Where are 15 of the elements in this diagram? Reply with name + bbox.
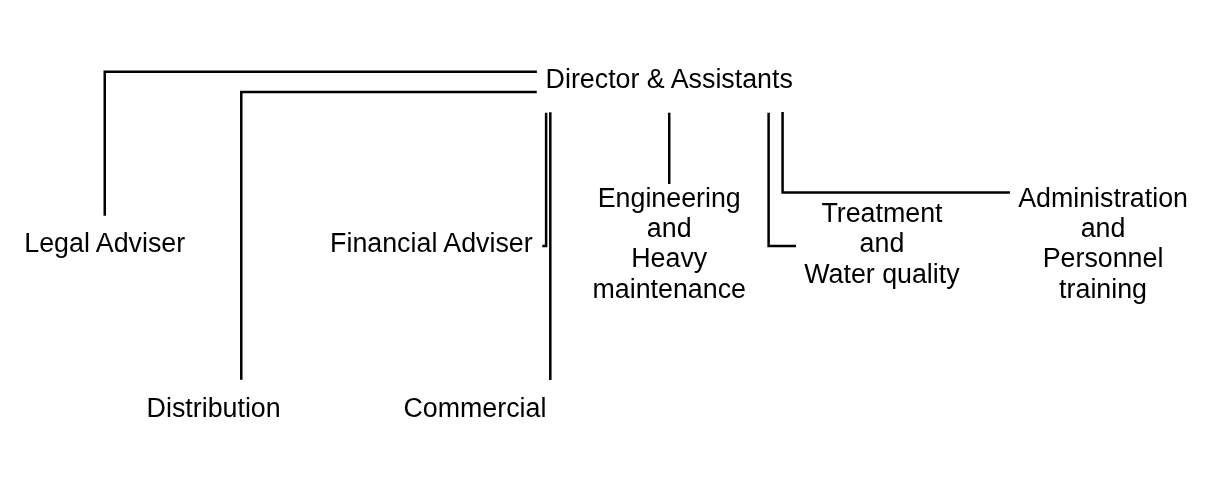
node-text: Director & Assistants xyxy=(545,63,793,94)
node-text: Treatment and Water quality xyxy=(804,197,960,289)
node-text: Financial Adviser xyxy=(330,227,533,258)
connector xyxy=(667,112,671,184)
connector xyxy=(240,90,537,380)
connector xyxy=(542,112,548,247)
connector xyxy=(103,70,537,216)
node-text: Distribution xyxy=(146,392,281,423)
node-text: Commercial xyxy=(403,392,547,423)
node-text: Engineering and Heavy maintenance xyxy=(592,182,746,304)
connector xyxy=(549,111,552,380)
connector xyxy=(767,112,797,247)
node-text: Administration and Personnel training xyxy=(1018,182,1188,304)
node-text: Legal Adviser xyxy=(24,227,186,258)
connector xyxy=(781,111,1010,194)
